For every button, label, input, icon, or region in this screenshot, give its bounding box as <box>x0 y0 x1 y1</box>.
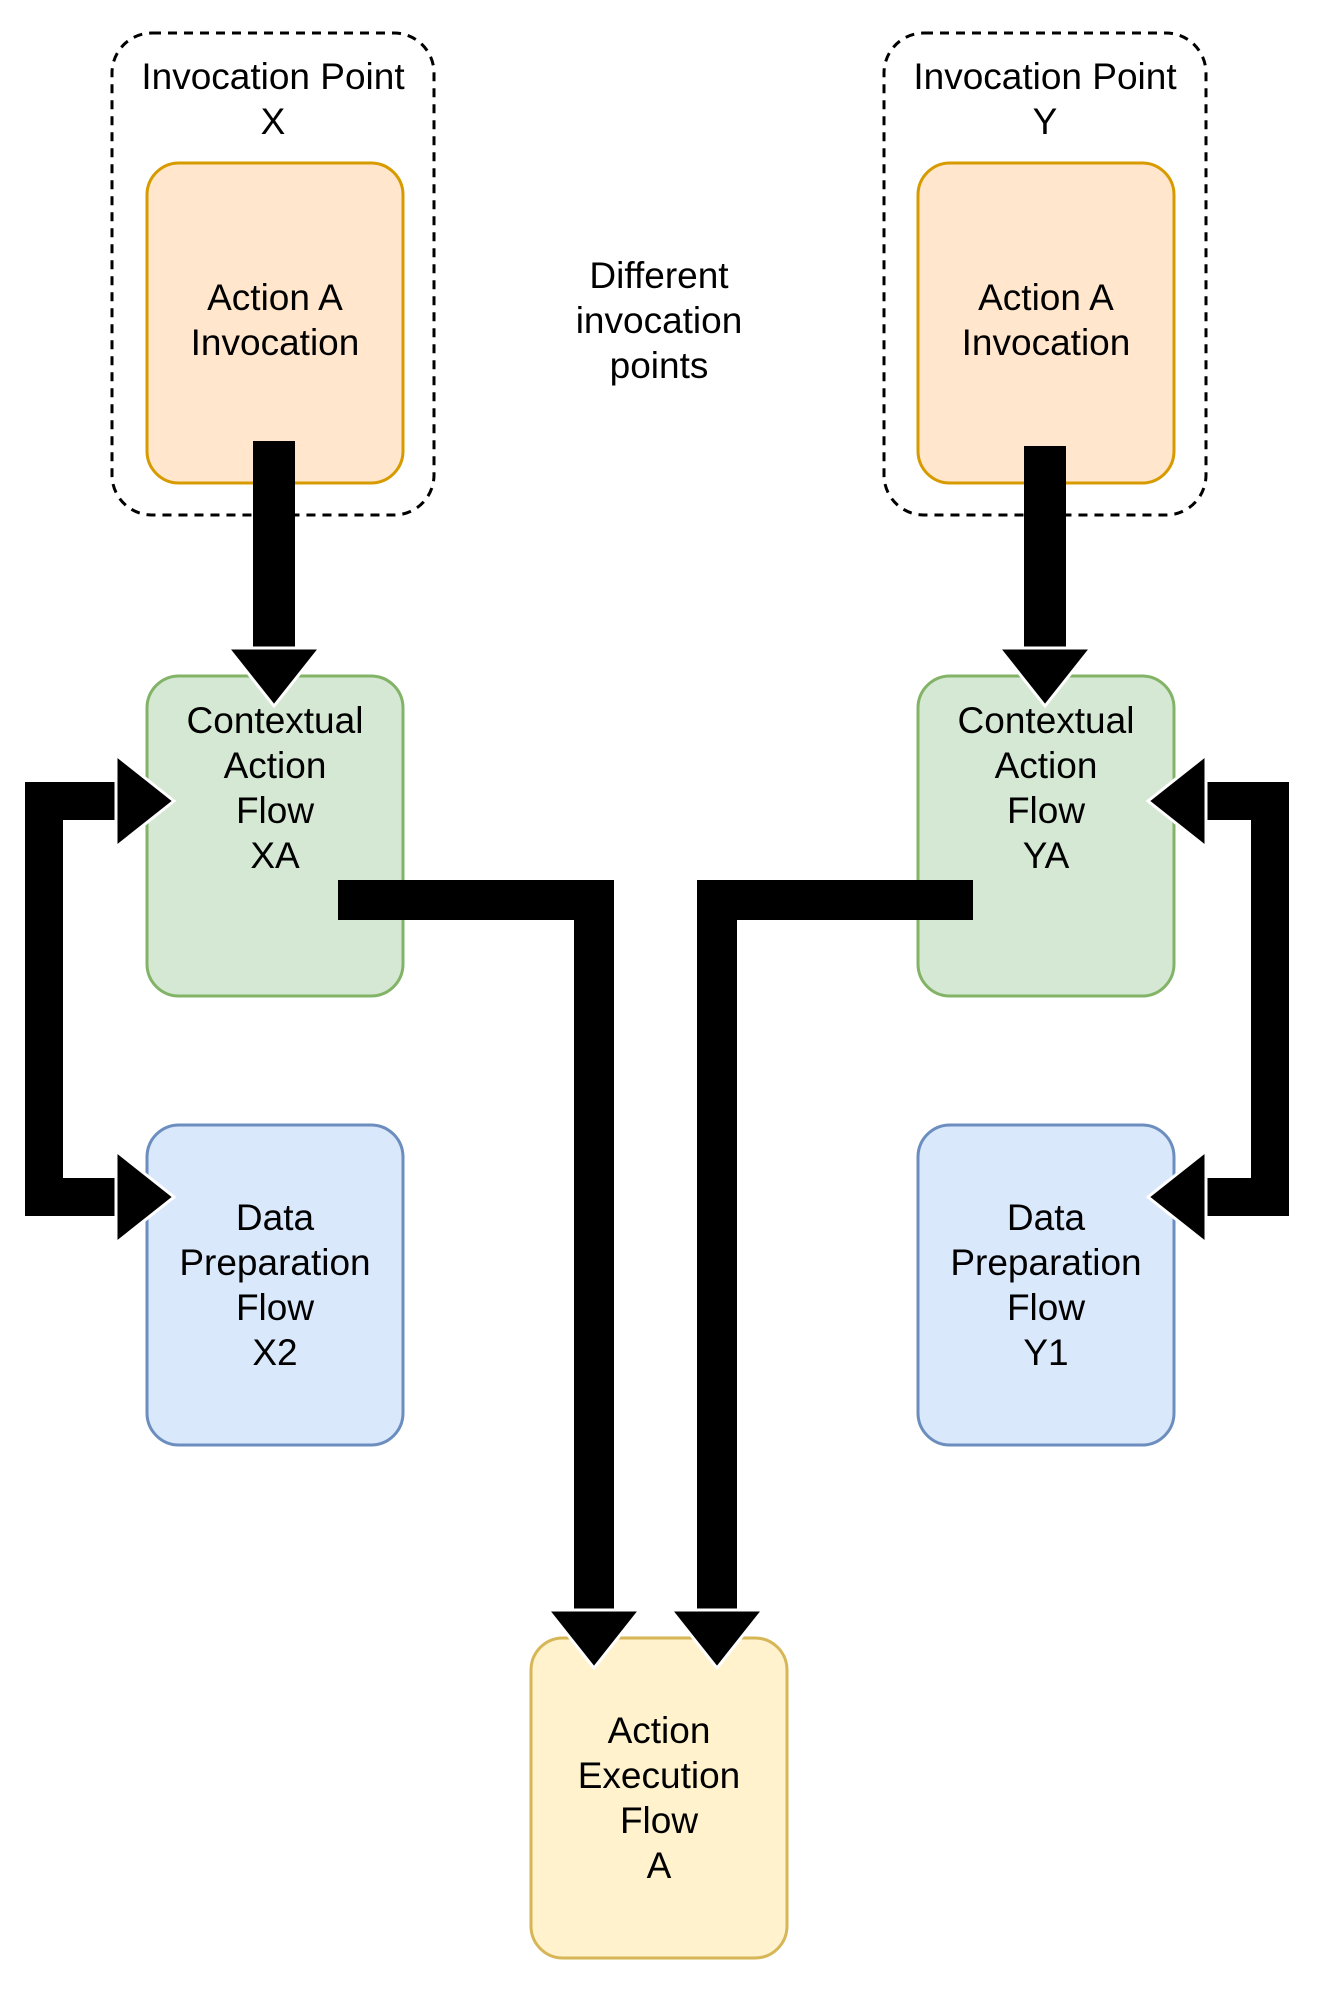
invocation-point-y-group <box>882 31 1208 517</box>
invocation-point-y-title-line2: Y <box>1032 101 1058 142</box>
annotation-line2: invocation <box>575 299 743 341</box>
connector-contextual-xa-to-preparation-x2 <box>25 782 126 1216</box>
data-preparation-flow-x2-label: Data Preparation Flow X2 <box>147 1190 403 1380</box>
action-invocation-x-line1: Action A <box>207 277 343 318</box>
action-invocation-y-line1: Action A <box>978 277 1114 318</box>
contextual-ya-line4: YA <box>1022 835 1070 876</box>
data-preparation-flow-y1-label: Data Preparation Flow Y1 <box>918 1190 1174 1380</box>
preparation-x2-line4: X2 <box>252 1332 298 1373</box>
arrowhead-down-into-execution-a-left <box>544 1608 644 1671</box>
arrowhead-down-into-contextual-ya <box>995 646 1095 709</box>
contextual-xa-line1: Contextual <box>186 700 364 741</box>
invocation-point-x-title-line1: Invocation Point <box>141 56 405 97</box>
connector-contextual-ya-to-preparation-y1 <box>1196 782 1289 1216</box>
different-invocation-points-annotation: Different invocation points <box>531 250 787 390</box>
data-preparation-flow-x2-box[interactable] <box>145 1123 405 1447</box>
arrowheads <box>114 646 1208 1671</box>
contextual-ya-line3: Flow <box>1006 790 1086 831</box>
execution-a-line2: Execution <box>577 1755 741 1796</box>
action-execution-flow-a-box[interactable] <box>529 1636 789 1960</box>
arrowhead-left-into-preparation-y1 <box>1145 1147 1208 1247</box>
preparation-y1-line3: Flow <box>1006 1287 1086 1328</box>
invocation-point-x-title-line2: X <box>260 101 286 142</box>
preparation-x2-line2: Preparation <box>179 1242 371 1283</box>
action-execution-flow-a-label: Action Execution Flow A <box>531 1703 787 1893</box>
action-invocation-x-line2: Invocation <box>190 322 360 363</box>
arrowhead-left-into-contextual-ya <box>1145 751 1208 851</box>
data-preparation-flow-y1-box[interactable] <box>916 1123 1176 1447</box>
invocation-point-x-title: Invocation Point X <box>112 52 434 146</box>
contextual-action-flow-ya-label: Contextual Action Flow YA <box>918 693 1174 883</box>
arrowhead-right-into-preparation-x2 <box>114 1147 177 1247</box>
action-invocation-y-label: Action A Invocation <box>918 250 1174 390</box>
contextual-xa-line3: Flow <box>235 790 315 831</box>
invocation-point-y-title-line1: Invocation Point <box>913 56 1177 97</box>
action-invocation-x-label: Action A Invocation <box>147 250 403 390</box>
contextual-xa-line2: Action <box>223 745 327 786</box>
invocation-point-x-group <box>110 31 436 517</box>
arrowhead-right-into-contextual-xa <box>114 751 177 851</box>
execution-a-line1: Action <box>607 1710 711 1751</box>
preparation-y1-line2: Preparation <box>950 1242 1142 1283</box>
preparation-x2-line1: Data <box>235 1197 315 1238</box>
action-invocation-y-line2: Invocation <box>961 322 1131 363</box>
contextual-xa-line4: XA <box>250 835 300 876</box>
contextual-ya-line2: Action <box>994 745 1098 786</box>
contextual-action-flow-xa-label: Contextual Action Flow XA <box>147 693 403 883</box>
annotation-line1: Different <box>589 254 729 296</box>
annotation-line3: points <box>609 344 709 386</box>
execution-a-line4: A <box>646 1845 672 1886</box>
contextual-ya-line1: Contextual <box>957 700 1135 741</box>
connectors <box>25 441 1289 1614</box>
invocation-point-y-title: Invocation Point Y <box>884 52 1206 146</box>
arrowhead-down-into-contextual-xa <box>224 646 324 709</box>
connector-contextual-ya-to-execution-a <box>697 880 973 1614</box>
arrowhead-down-into-execution-a-right <box>667 1608 767 1671</box>
preparation-x2-line3: Flow <box>235 1287 315 1328</box>
preparation-y1-line1: Data <box>1006 1197 1086 1238</box>
preparation-y1-line4: Y1 <box>1023 1332 1069 1373</box>
connector-contextual-xa-to-execution-a <box>338 880 614 1614</box>
execution-a-line3: Flow <box>619 1800 699 1841</box>
